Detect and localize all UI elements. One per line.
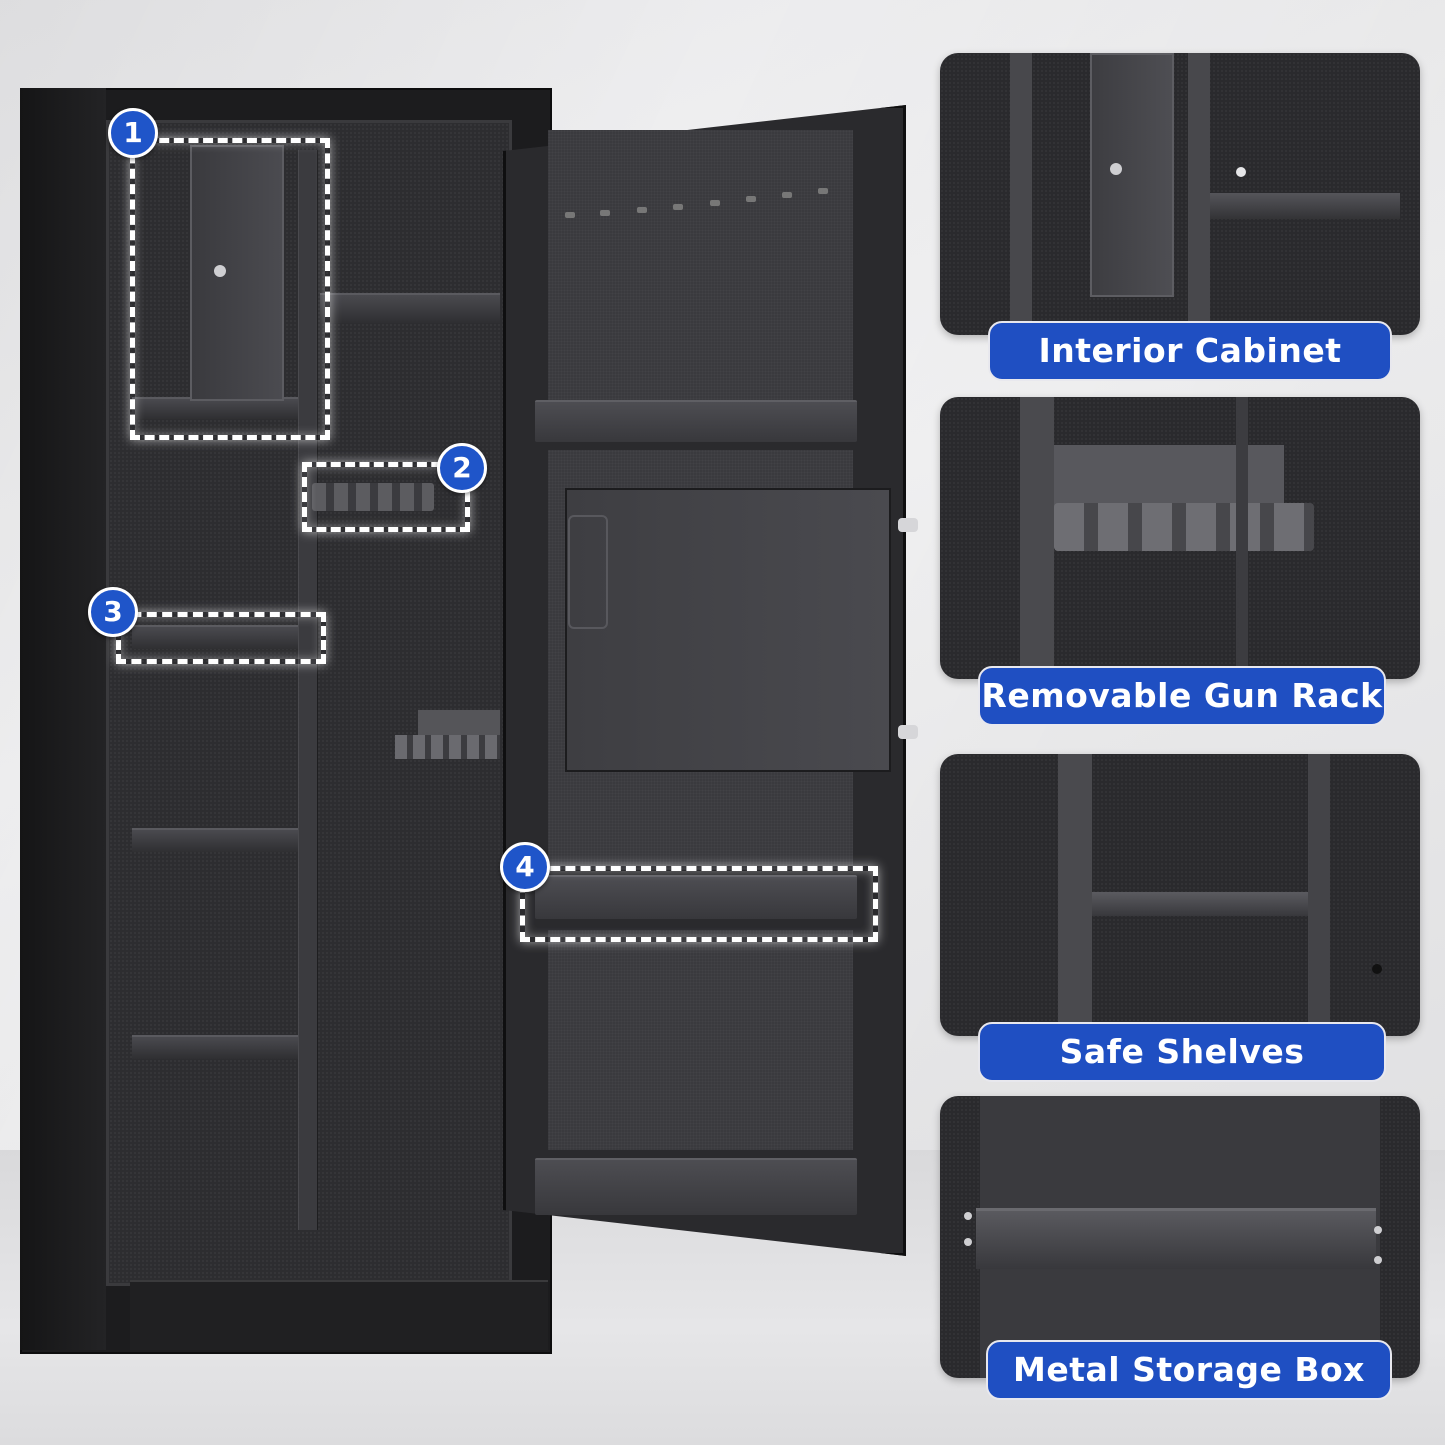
cabinet-frame — [1010, 53, 1032, 335]
lower-gun-rack — [395, 735, 500, 759]
door-pocket-upper — [535, 400, 857, 442]
feature-label-shelves: Safe Shelves — [978, 1022, 1386, 1082]
keyhole-icon — [214, 265, 226, 277]
top-shelf — [320, 293, 500, 323]
lower-rack-plate — [418, 710, 500, 738]
door-pocket-lower — [535, 1158, 857, 1215]
shelf-frame-right — [1308, 754, 1330, 1036]
feature-panel-gun-rack — [940, 397, 1420, 679]
shelf-hole-icon — [1236, 167, 1246, 177]
rivet-icon — [1374, 1226, 1382, 1234]
highlight-gun-rack — [302, 462, 470, 532]
shelf-frame-left — [1058, 754, 1092, 1036]
highlight-storage-box — [520, 866, 878, 942]
hook-icon — [710, 200, 720, 206]
feature-panel-storage-box — [940, 1096, 1420, 1378]
hinge-icon — [898, 725, 918, 739]
feature-label-interior-cabinet: Interior Cabinet — [988, 321, 1392, 381]
hook-icon — [637, 207, 647, 213]
left-shelf-3 — [132, 1035, 298, 1059]
rivet-icon — [1374, 1256, 1382, 1264]
left-shelf-2 — [132, 828, 298, 852]
cabinet-door — [1090, 53, 1174, 297]
callout-badge-4: 4 — [500, 842, 550, 892]
door-lower-panel — [548, 930, 853, 1150]
hinge-icon — [898, 518, 918, 532]
storage-box-handle — [568, 515, 608, 629]
gun-rack-foam — [312, 483, 434, 511]
cabinet-divider — [1188, 53, 1210, 335]
storage-pocket — [976, 1208, 1376, 1269]
safe-base — [130, 1280, 548, 1350]
rivet-icon — [964, 1238, 972, 1246]
hook-icon — [600, 210, 610, 216]
keyhole-icon — [1110, 163, 1122, 175]
gun-safe-side-panel — [20, 88, 106, 1350]
hook-icon — [673, 204, 683, 210]
highlight-interior-cabinet — [130, 138, 330, 440]
hook-icon — [746, 196, 756, 202]
interior-divider — [298, 150, 318, 1230]
shelf-board — [1092, 892, 1308, 916]
door-metal-storage-box — [565, 488, 891, 772]
shelf-hole-icon — [1372, 964, 1382, 974]
callout-badge-1: 1 — [108, 108, 158, 158]
cabinet-shelf — [1210, 193, 1400, 219]
feature-panel-shelves — [940, 754, 1420, 1036]
callout-badge-2: 2 — [437, 443, 487, 493]
feature-panel-interior-cabinet — [940, 53, 1420, 335]
hook-icon — [782, 192, 792, 198]
hook-icon — [565, 212, 575, 218]
door-pocket-middle — [535, 875, 857, 919]
highlight-safe-shelf — [116, 612, 326, 664]
interior-cabinet-door — [190, 145, 284, 401]
feature-label-storage-box: Metal Storage Box — [986, 1340, 1392, 1400]
gun-rack-foam — [1054, 503, 1314, 551]
rack-rail — [1236, 397, 1248, 679]
rivet-icon — [964, 1212, 972, 1220]
feature-label-gun-rack: Removable Gun Rack — [978, 666, 1386, 726]
door-upper-panel — [548, 130, 853, 430]
rack-divider — [1020, 397, 1054, 679]
left-shelf-1 — [132, 625, 298, 649]
callout-badge-3: 3 — [88, 587, 138, 637]
hook-icon — [818, 188, 828, 194]
